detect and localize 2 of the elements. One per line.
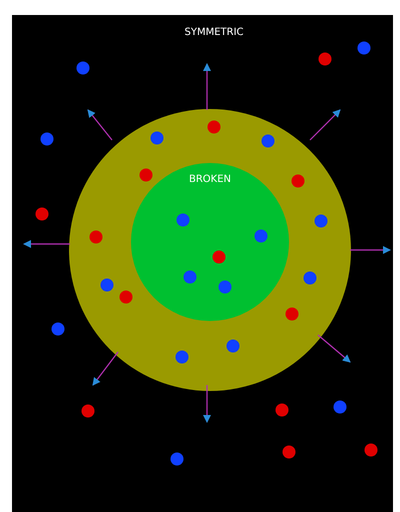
phase-label: SYMMETRIC	[184, 27, 244, 38]
region-label: BROKEN	[188, 174, 232, 185]
